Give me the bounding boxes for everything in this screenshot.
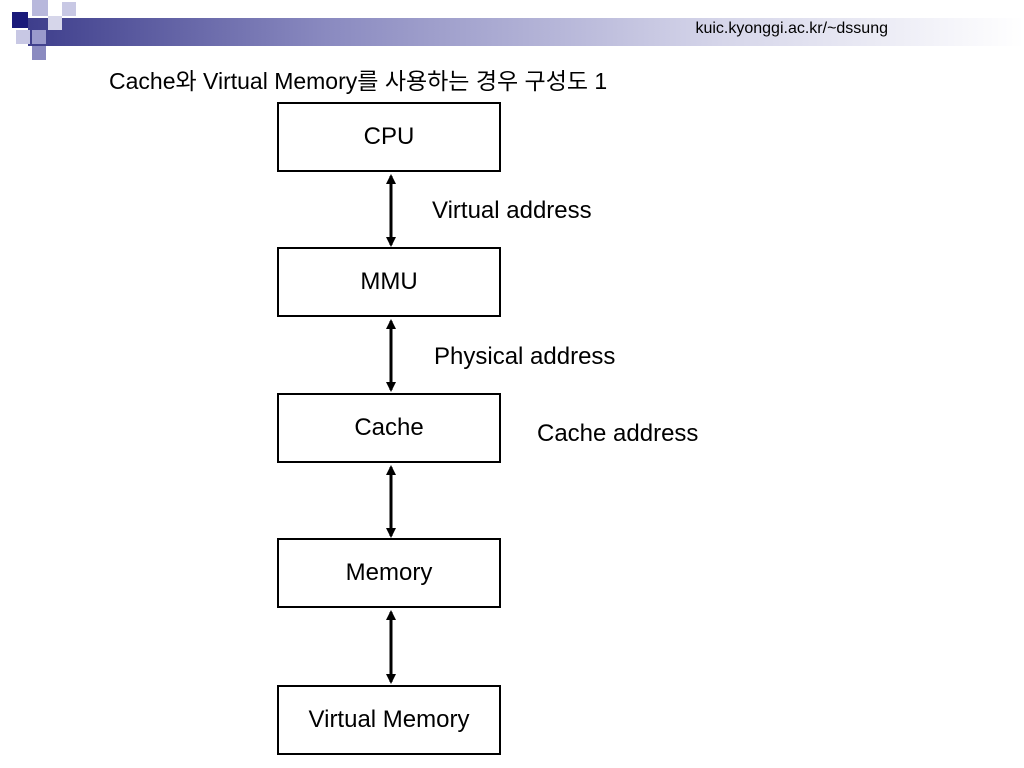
site-url: kuic.kyonggi.ac.kr/~dssung xyxy=(695,20,888,37)
header-square-7 xyxy=(32,46,46,60)
node-mmu-label: MMU xyxy=(360,268,418,295)
edge-label-physical-address: Physical address xyxy=(434,343,616,370)
node-memory: Memory xyxy=(277,538,501,608)
node-cache: Cache xyxy=(277,393,501,463)
header-square-5 xyxy=(16,30,30,44)
header-square-3 xyxy=(48,16,62,30)
annotation-cache-address: Cache address xyxy=(537,420,699,447)
node-virtual-memory-label: Virtual Memory xyxy=(308,706,470,733)
header-square-1 xyxy=(12,12,28,28)
node-cache-label: Cache xyxy=(354,414,424,441)
header-square-6 xyxy=(32,30,46,44)
header-square-2 xyxy=(32,0,48,16)
header-gradient-bar xyxy=(28,18,1024,46)
node-virtual-memory: Virtual Memory xyxy=(277,685,501,755)
node-cpu: CPU xyxy=(277,102,501,172)
node-cpu-label: CPU xyxy=(363,123,415,150)
slide-title: Cache와 Virtual Memory를 사용하는 경우 구성도 1 xyxy=(109,68,608,94)
edge-label-virtual-address: Virtual address xyxy=(432,197,592,224)
node-memory-label: Memory xyxy=(345,559,433,586)
node-mmu: MMU xyxy=(277,247,501,317)
header-square-4 xyxy=(62,2,76,16)
